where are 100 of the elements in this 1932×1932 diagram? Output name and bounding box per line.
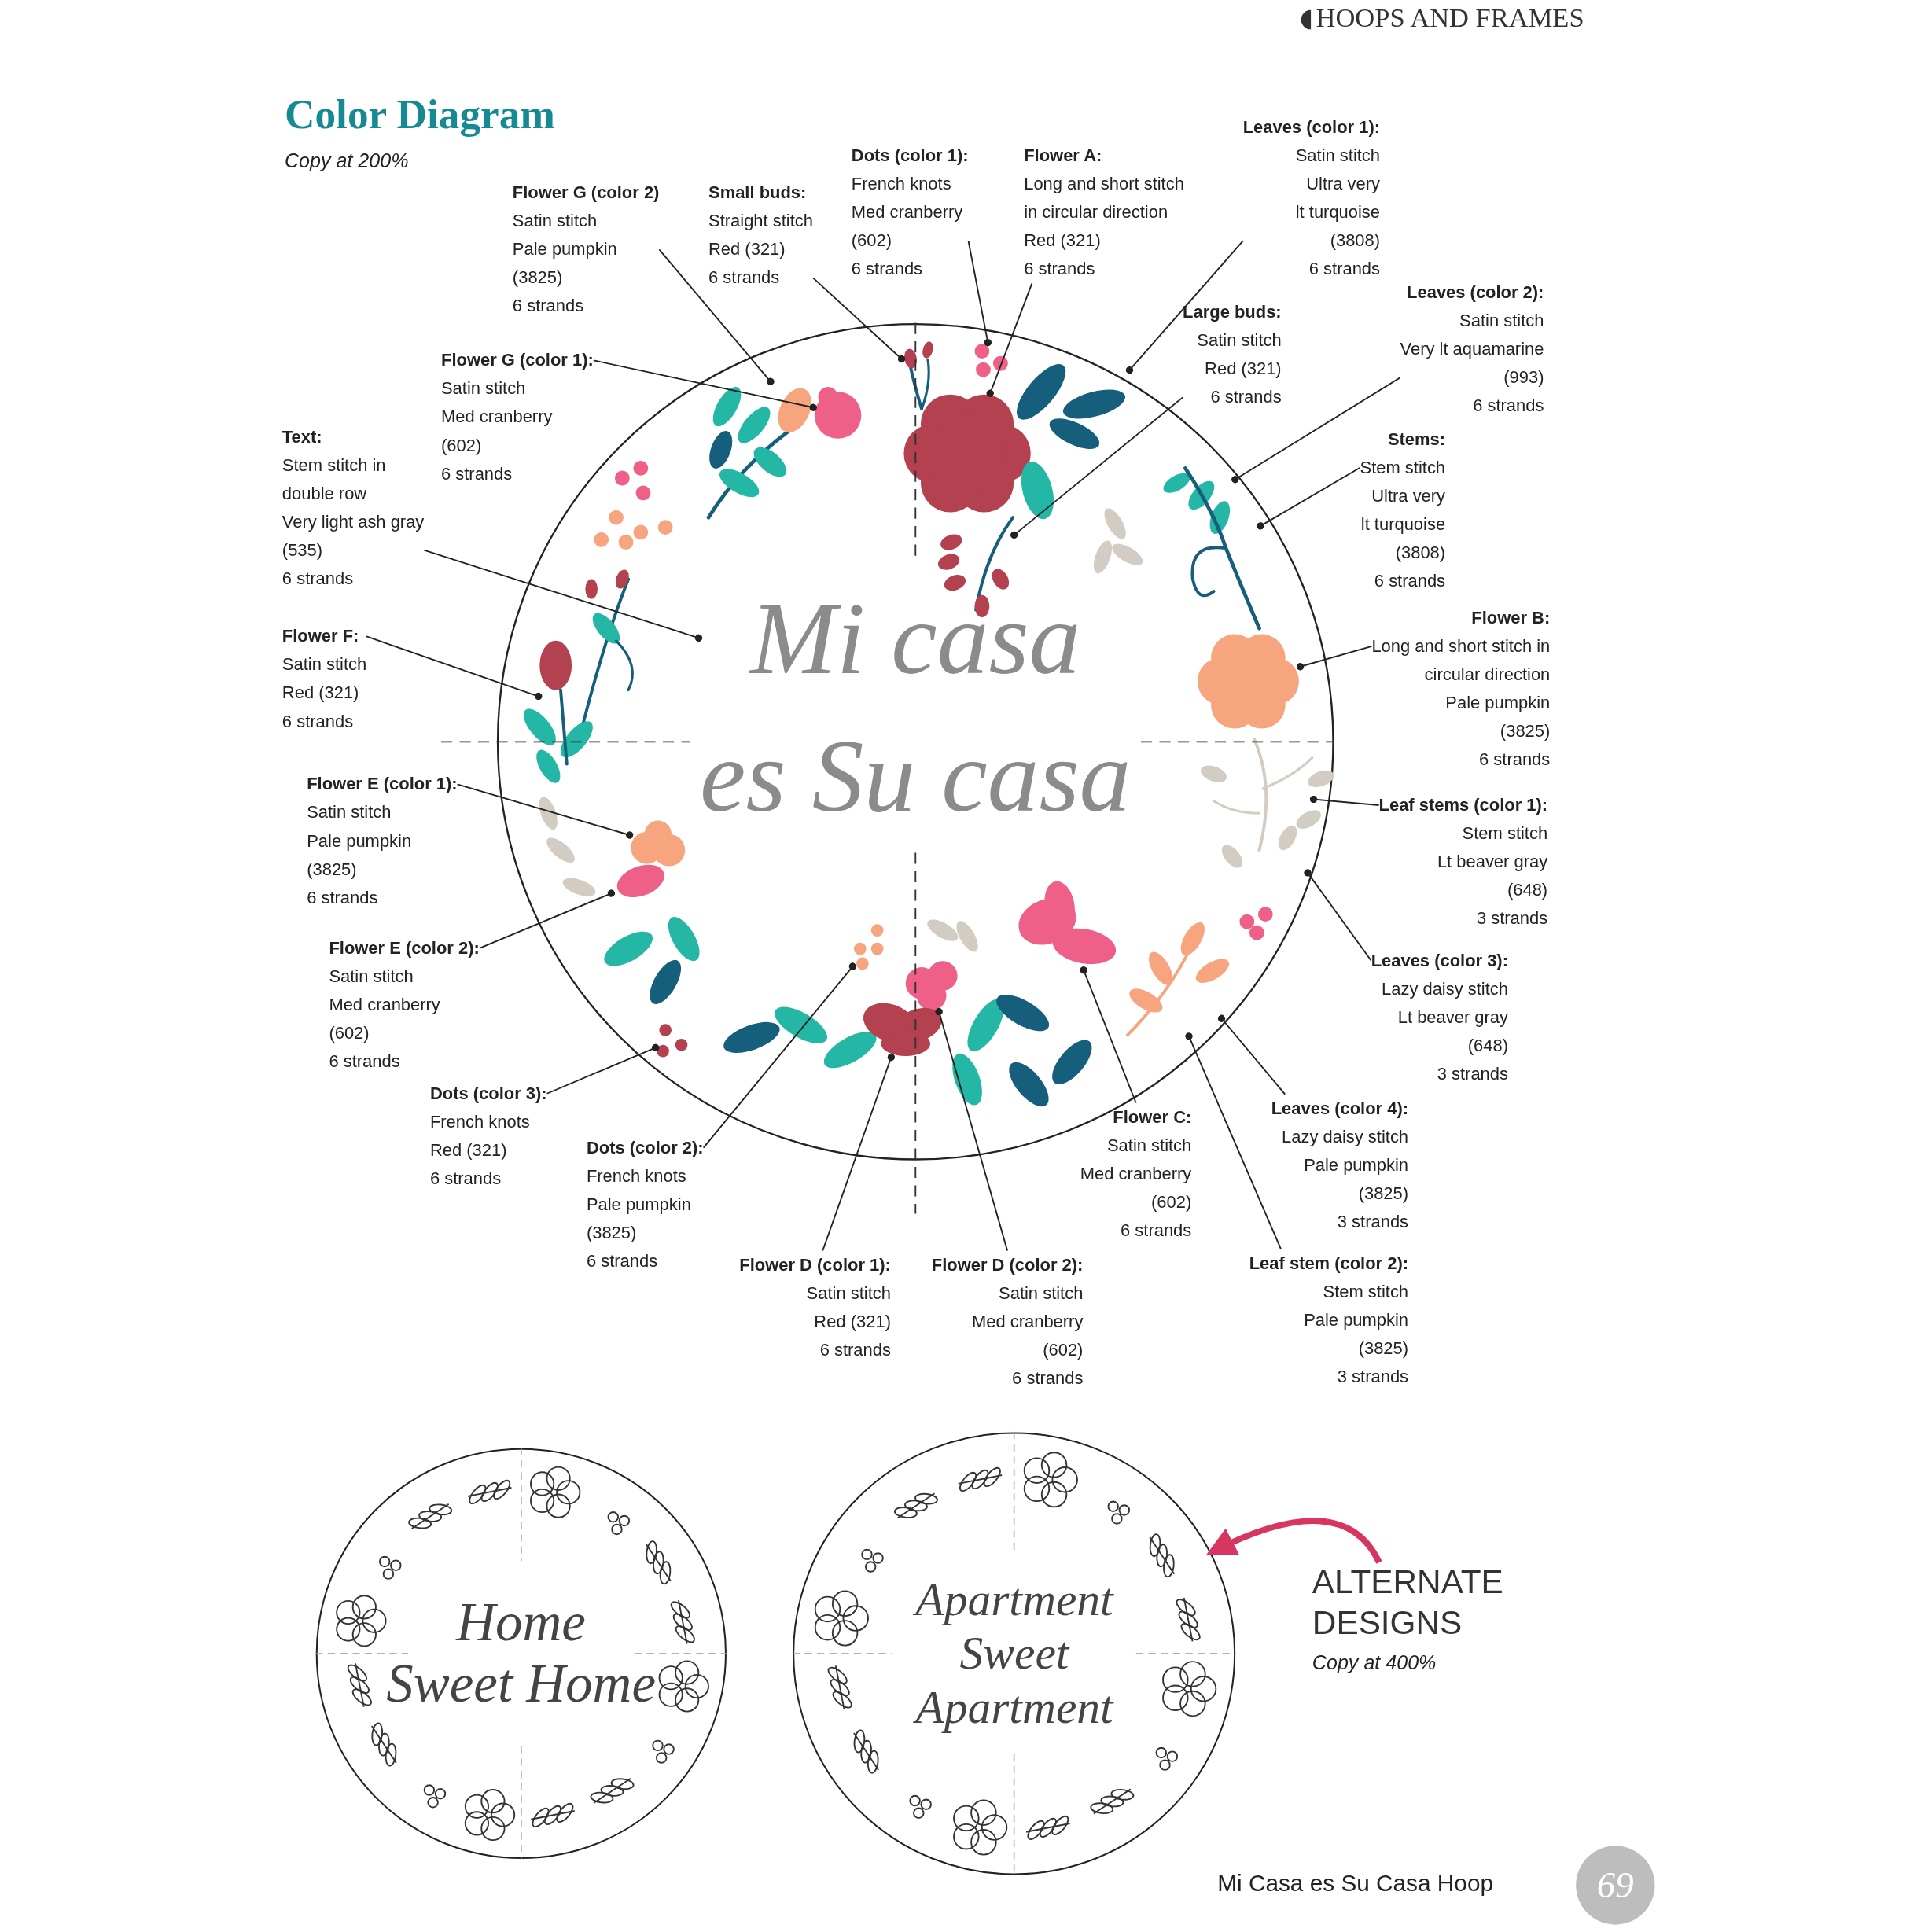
leader-line <box>1080 966 1137 1104</box>
callout-heading: Flower D (color 1): <box>739 1253 891 1276</box>
leaves-drawing <box>1129 922 1229 1013</box>
callout-heading: Flower D (color 2): <box>931 1253 1084 1276</box>
callout-text: Stem stitch Ultra very lt turquoise (3808) 6 strands <box>1360 456 1446 592</box>
callout-text: Long and short stitch in circular direction Pale pumpkin (3825) 6 strands <box>1371 635 1551 771</box>
leader-line <box>1296 645 1373 671</box>
leader-line <box>1185 1032 1282 1250</box>
flower-drawing <box>778 388 811 432</box>
stem-drawing <box>1183 466 1261 631</box>
page-number: 69 <box>1576 1846 1655 1925</box>
flower-drawing <box>905 961 958 1010</box>
flower-drawing <box>616 864 664 898</box>
flower-drawing <box>1018 881 1117 965</box>
callout-text: Satin stitch Pale pumpkin (3825) 6 strands <box>307 801 413 909</box>
callout-heading: Leaves (color 1): <box>1242 116 1381 138</box>
callout-heading: Flower G (color 2) <box>512 181 660 204</box>
callout-text: Stem stitch in double row Very light ash gray (535) 6 strands <box>282 454 425 590</box>
lettering-text: Home Sweet Home <box>386 1591 656 1716</box>
callout-heading: Flower E (color 1): <box>307 773 458 796</box>
callout-heading: Flower C: <box>1112 1106 1192 1128</box>
callout-text: Stem stitch Lt beaver gray (648) 3 strands <box>1436 822 1548 929</box>
leader-line <box>1125 240 1244 374</box>
callout-text: Satin stitch Ultra very lt turquoise (3808) 6 strands <box>1294 144 1381 281</box>
leaves-drawing <box>1017 363 1126 520</box>
leader-line <box>986 282 1033 397</box>
stem-drawing <box>1212 738 1314 852</box>
callout-text: Satin stitch Med cranberry (602) 6 strands <box>441 377 554 485</box>
callout-text: Straight stitch Red (321) 6 strands <box>708 209 813 289</box>
leader-line <box>592 359 817 411</box>
leader-line <box>1231 377 1401 484</box>
callout-text: Satin stitch Red (321) 6 strands <box>805 1282 891 1361</box>
callout-text: Satin stitch Very lt aquamarine (993) 6 strands <box>1400 309 1544 418</box>
leader-line <box>658 248 775 385</box>
callout-heading: Small buds: <box>708 181 808 204</box>
leader-line <box>478 889 616 949</box>
callout-text: Stem stitch Pale pumpkin (3825) 3 strands <box>1303 1280 1409 1388</box>
flower-drawing <box>539 640 572 766</box>
callout-text: Satin stitch Med cranberry (602) 6 strands <box>1080 1134 1192 1242</box>
callout-heading: Flower B: <box>1470 606 1551 629</box>
footer-text: Mi Casa es Su Casa Hoop <box>1217 1870 1494 1898</box>
bud-drawing <box>904 341 933 411</box>
leader-line <box>702 962 857 1149</box>
leader-line <box>1257 466 1361 530</box>
callout-heading: Leaf stem (color 2): <box>1249 1252 1409 1275</box>
callout-text: French knots Red (321) 6 strands <box>429 1110 531 1190</box>
dot-cluster-drawing <box>853 924 884 970</box>
leader-line <box>822 1053 896 1252</box>
callout-text: Satin stitch Red (321) 6 strands <box>1196 329 1282 409</box>
note-text: Copy at 400% <box>1312 1651 1437 1675</box>
title: Color Diagram <box>285 90 555 138</box>
flower-drawing <box>1197 634 1299 729</box>
leader-line <box>423 549 703 642</box>
flower-drawing <box>863 1003 942 1056</box>
leader-line <box>1010 396 1184 539</box>
leaves-drawing <box>1163 473 1231 535</box>
leader-line <box>1304 869 1372 962</box>
leaves-drawing <box>1201 765 1334 868</box>
callout-text: Satin stitch Med cranberry (602) 6 strands <box>970 1282 1084 1389</box>
dot-cluster-drawing <box>657 1024 688 1058</box>
dot-cluster-drawing <box>974 344 1008 377</box>
callout-heading: Dots (color 1): <box>851 144 969 167</box>
leader-line <box>935 1007 1009 1252</box>
callout-heading: Stems: <box>1386 428 1446 451</box>
flower-drawing <box>631 820 686 867</box>
callout-text: Lazy daisy stitch Pale pumpkin (3825) 3 strands <box>1281 1125 1409 1233</box>
callout-heading: Flower F: <box>282 625 360 648</box>
leader-line <box>1217 1014 1286 1095</box>
callout-heading: Flower A: <box>1024 144 1103 167</box>
leader-line <box>1309 795 1380 806</box>
callout-text: Satin stitch Red (321) 6 strands <box>282 653 367 733</box>
leader-line <box>546 1043 660 1095</box>
callout-text: French knots Med cranberry (602) 6 strands <box>851 172 964 281</box>
leader-line <box>812 277 906 363</box>
callout-heading: Flower G (color 1): <box>441 349 594 372</box>
curved-arrow <box>1205 1518 1382 1564</box>
callout-text: Satin stitch Pale pumpkin (3825) 6 strands <box>512 209 618 318</box>
leader-line <box>967 240 992 347</box>
bud-drawing <box>937 516 1015 618</box>
callout-heading: Flower E (color 2): <box>329 937 480 959</box>
callout-heading: Large buds: <box>1183 300 1282 323</box>
callout-heading: Dots (color 3): <box>429 1082 547 1105</box>
callout-text: Long and short stitch in circular direction Red (321) 6 strands <box>1024 172 1184 281</box>
flower-drawing <box>814 387 862 439</box>
callout-text: Lazy daisy stitch Lt beaver gray (648) 3 strands <box>1381 977 1508 1085</box>
callout-heading: Dots (color 2): <box>586 1136 704 1159</box>
callout-heading: Leaves (color 4): <box>1271 1097 1409 1120</box>
stem-drawing <box>1125 922 1203 1037</box>
flower-drawing <box>903 394 1031 513</box>
callout-heading: Leaf stems (color 1): <box>1378 793 1548 816</box>
callout-heading: Text: <box>282 425 323 448</box>
callout-text: French knots Pale pumpkin (3825) 6 strands <box>586 1165 692 1272</box>
leader-line <box>366 635 543 701</box>
note-text: Copy at 200% <box>285 150 409 173</box>
callout-heading: Leaves (color 3): <box>1371 949 1508 972</box>
leader-line <box>456 783 634 839</box>
callout-text: Satin stitch Med cranberry (602) 6 strands <box>329 965 441 1073</box>
heading-text: ALTERNATE DESIGNS <box>1312 1562 1503 1643</box>
lettering-text: Mi casa es Su casa <box>700 569 1132 845</box>
callout-heading: Leaves (color 2): <box>1406 281 1544 304</box>
